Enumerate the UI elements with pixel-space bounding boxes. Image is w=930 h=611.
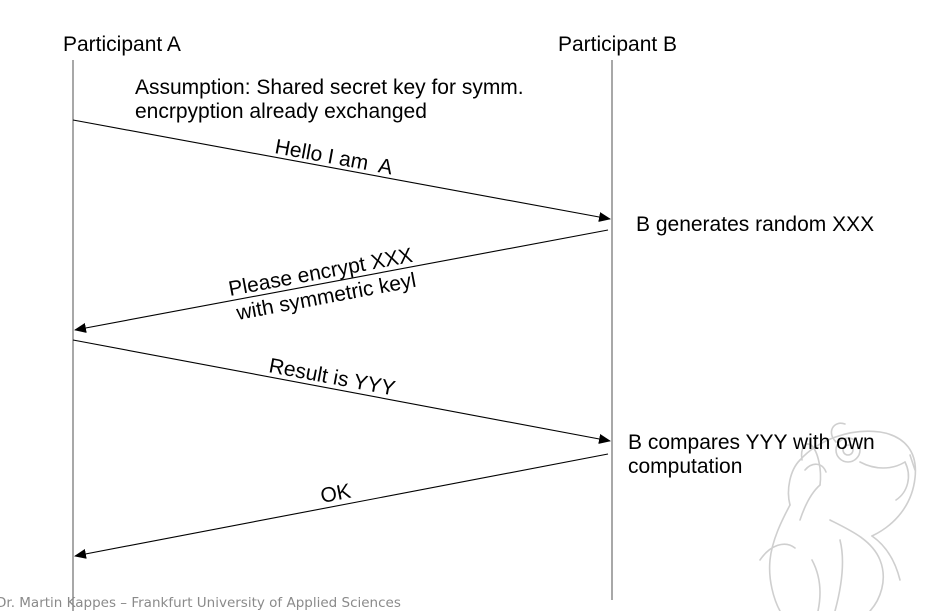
message-arrow-please-encrypt bbox=[74, 229, 609, 333]
message-label-hello: Hello I am A bbox=[273, 135, 394, 179]
message-arrow-ok bbox=[74, 453, 609, 559]
note-b-generates: B generates random XXX bbox=[636, 213, 874, 236]
assumption-text-line1: Assumption: Shared secret key for symm. bbox=[135, 76, 524, 99]
parrot-professor-icon bbox=[759, 422, 917, 611]
assumption-text-line2: encrpyption already exchanged bbox=[135, 100, 427, 123]
note-b-compares-line1: B compares YYY with own bbox=[628, 431, 875, 454]
message-arrow-result bbox=[72, 339, 611, 444]
message-label-result: Result is YYY bbox=[267, 354, 397, 400]
message-label-ok: OK bbox=[319, 480, 353, 508]
participant-a-label: Participant A bbox=[63, 33, 181, 56]
participant-b-label: Participant B bbox=[558, 33, 677, 56]
note-b-compares-line2: computation bbox=[628, 455, 742, 478]
footer-credit: Dr. Martin Kappes – Frankfurt University… bbox=[0, 595, 401, 611]
message-arrow-hello bbox=[72, 119, 611, 222]
